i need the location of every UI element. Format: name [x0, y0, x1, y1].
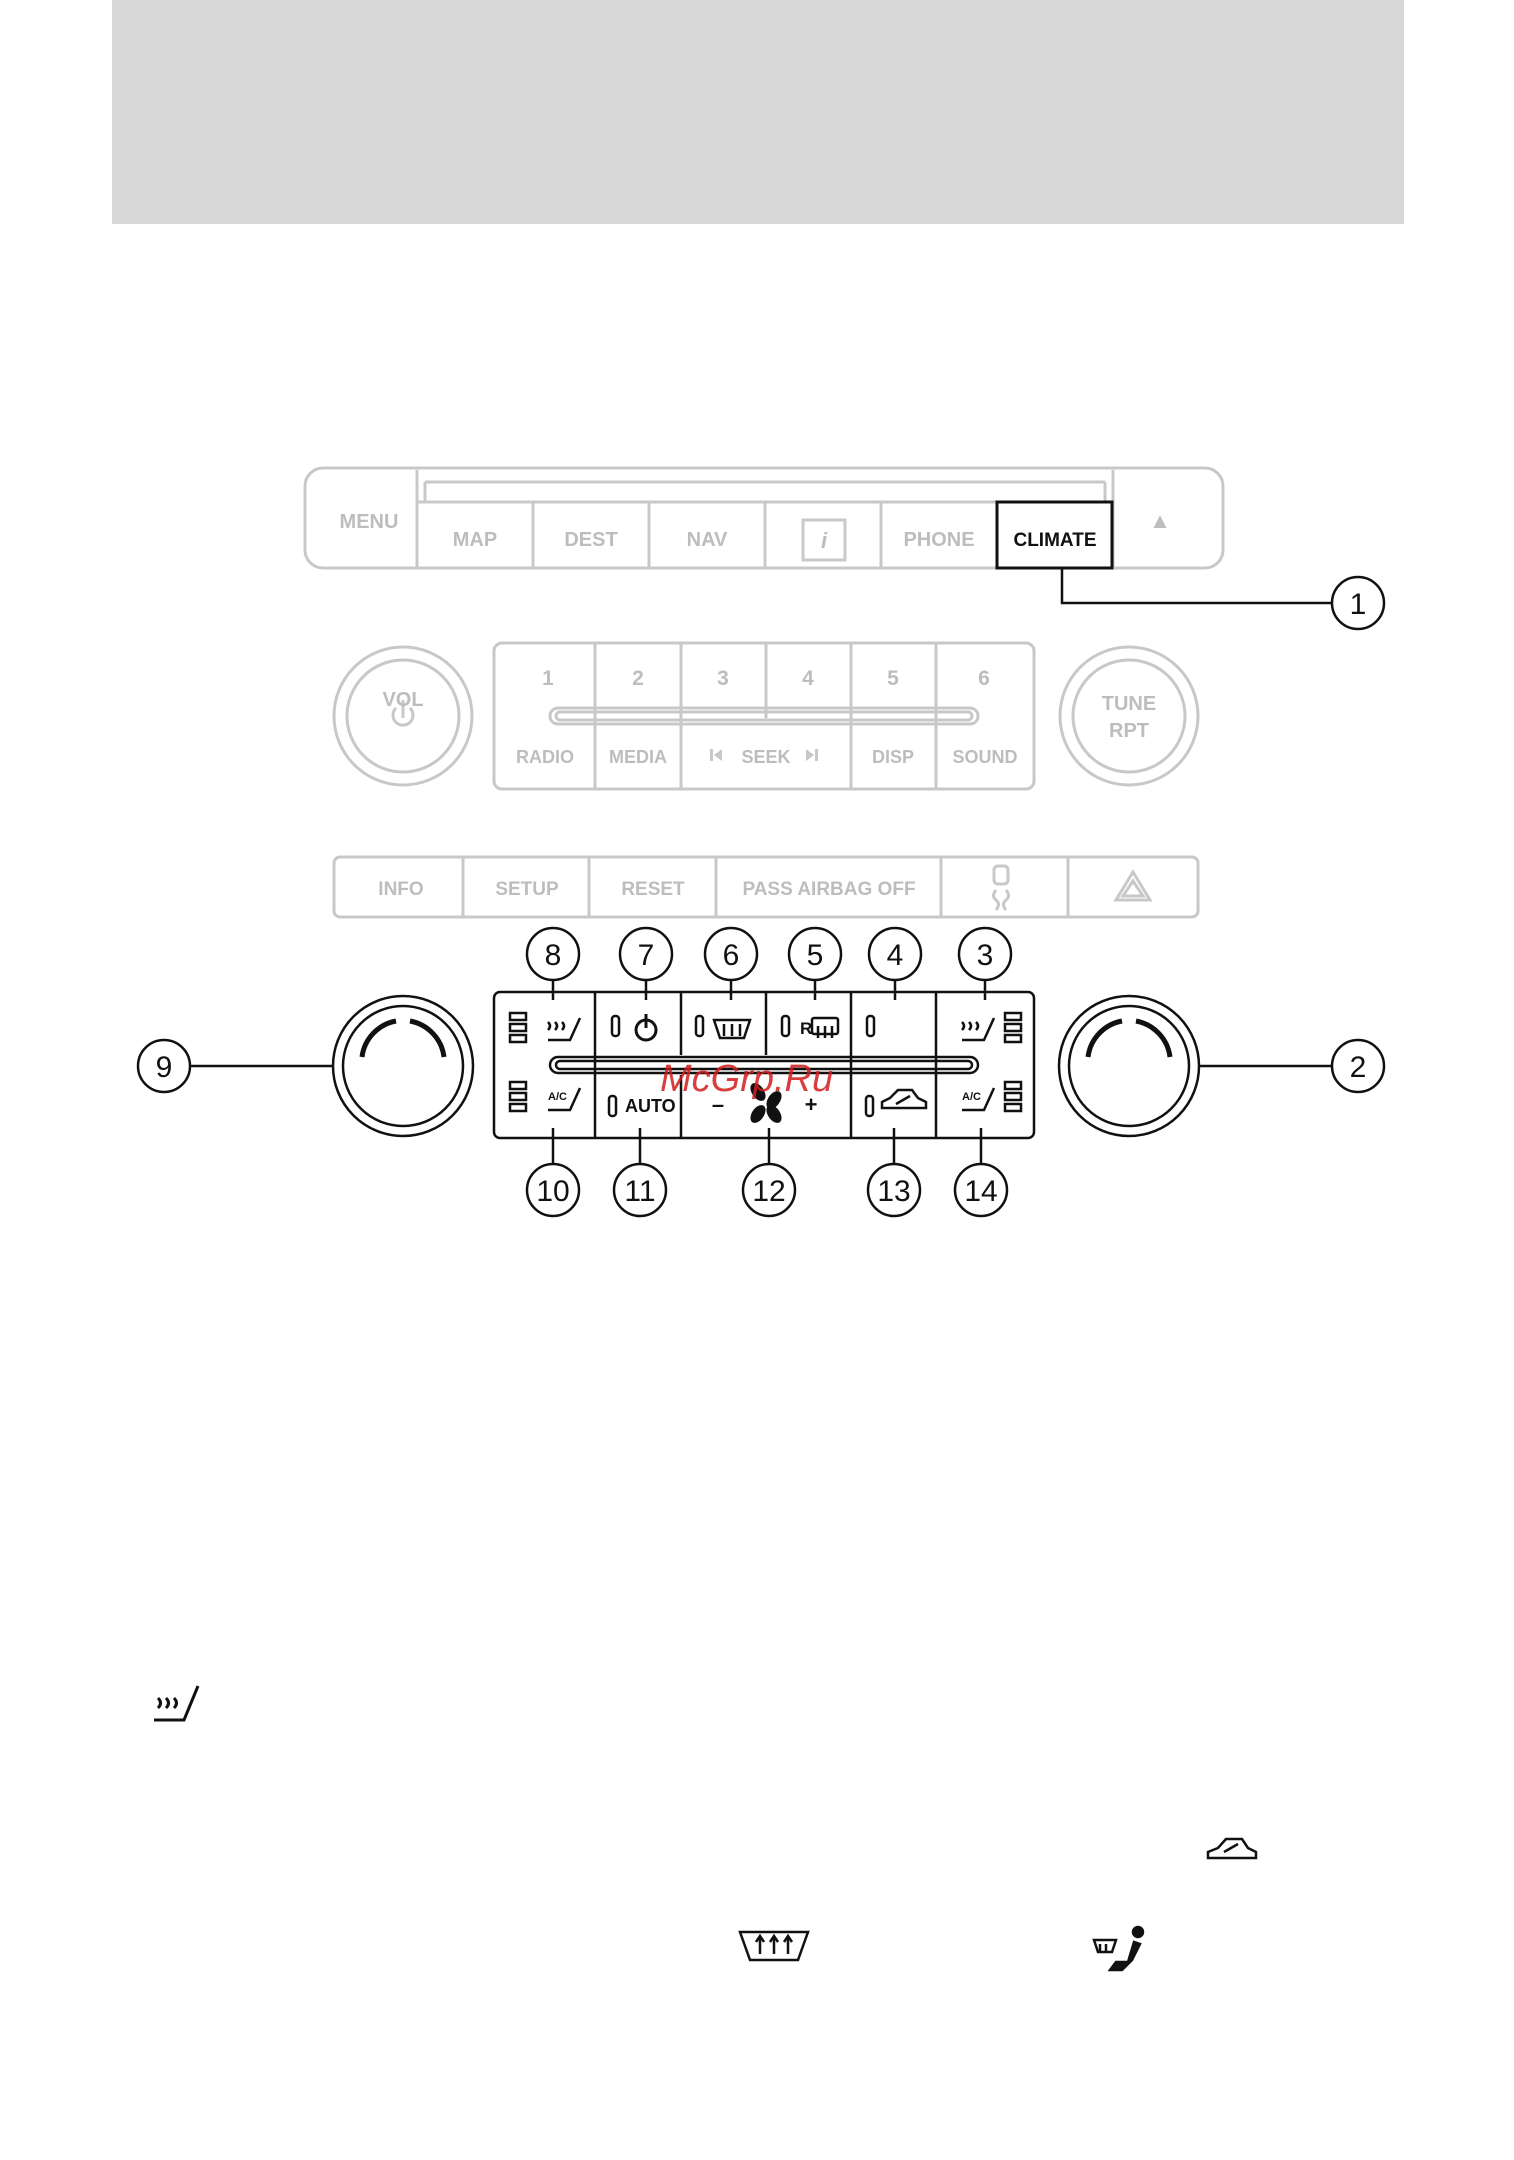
reset-button[interactable]: RESET	[621, 879, 685, 900]
front-defrost-icon	[740, 1932, 808, 1960]
traction-control-icon[interactable]	[994, 866, 1009, 910]
nav-button[interactable]: NAV	[687, 529, 728, 551]
callout-12: 12	[752, 1175, 785, 1208]
rear-label: R	[800, 1019, 812, 1038]
radio-button[interactable]: RADIO	[516, 747, 574, 767]
heated-seat-right-icon[interactable]	[962, 1018, 994, 1040]
callout-5: 5	[807, 939, 824, 972]
setup-button[interactable]: SETUP	[495, 879, 559, 900]
eject-icon[interactable]: ▲	[1149, 508, 1171, 533]
preset-1-button[interactable]: 1	[542, 667, 554, 690]
preset-6-button[interactable]: 6	[978, 667, 990, 690]
max-defrost-icon[interactable]	[714, 1020, 750, 1038]
recirculation-icon[interactable]	[882, 1090, 926, 1108]
info-button[interactable]: INFO	[378, 879, 423, 900]
watermark: McGrp.Ru	[660, 1058, 833, 1101]
media-button[interactable]: MEDIA	[609, 747, 667, 767]
callout-3: 3	[977, 939, 994, 972]
ac-label-left: A/C	[548, 1091, 567, 1103]
heated-seat-icon	[154, 1686, 198, 1720]
seek-back-icon	[710, 749, 722, 761]
audio-panel	[334, 643, 1198, 789]
map-button[interactable]: MAP	[453, 529, 497, 551]
callout-10: 10	[536, 1175, 569, 1208]
climate-button[interactable]: CLIMATE	[1013, 530, 1096, 551]
callout-8: 8	[545, 939, 562, 972]
seek-forward-icon	[806, 749, 818, 761]
info-i-button[interactable]: i	[821, 528, 828, 553]
rpt-label[interactable]: RPT	[1109, 720, 1149, 742]
sound-button[interactable]: SOUND	[952, 747, 1017, 767]
seek-button[interactable]: SEEK	[741, 747, 790, 767]
rear-defrost-icon[interactable]	[812, 1018, 838, 1038]
recirculation-icon-small	[1208, 1839, 1256, 1858]
preset-5-button[interactable]: 5	[887, 667, 899, 690]
defrost-floor-icon	[1094, 1927, 1143, 1970]
disp-button[interactable]: DISP	[872, 747, 914, 767]
ac-label-right: A/C	[962, 1091, 981, 1103]
preset-3-button[interactable]: 3	[717, 667, 729, 690]
callout-7: 7	[638, 939, 655, 972]
vol-label[interactable]: VOL	[382, 689, 423, 711]
menu-button[interactable]: MENU	[340, 511, 399, 533]
heated-seat-left-icon[interactable]	[548, 1018, 580, 1040]
dest-button[interactable]: DEST	[564, 529, 617, 551]
callout-9: 9	[156, 1051, 173, 1084]
callout-6: 6	[723, 939, 740, 972]
pass-airbag-off-button[interactable]: PASS AIRBAG OFF	[742, 879, 915, 900]
preset-4-button[interactable]: 4	[802, 667, 814, 690]
callout-2: 2	[1350, 1051, 1367, 1084]
callout-13: 13	[877, 1175, 910, 1208]
preset-2-button[interactable]: 2	[632, 667, 644, 690]
tune-label[interactable]: TUNE	[1102, 693, 1156, 715]
phone-button[interactable]: PHONE	[903, 529, 974, 551]
callout-1: 1	[1350, 588, 1367, 621]
callout-4: 4	[887, 939, 904, 972]
power-icon[interactable]	[636, 1014, 656, 1040]
callout-11: 11	[624, 1175, 655, 1208]
callout-14: 14	[964, 1175, 997, 1208]
